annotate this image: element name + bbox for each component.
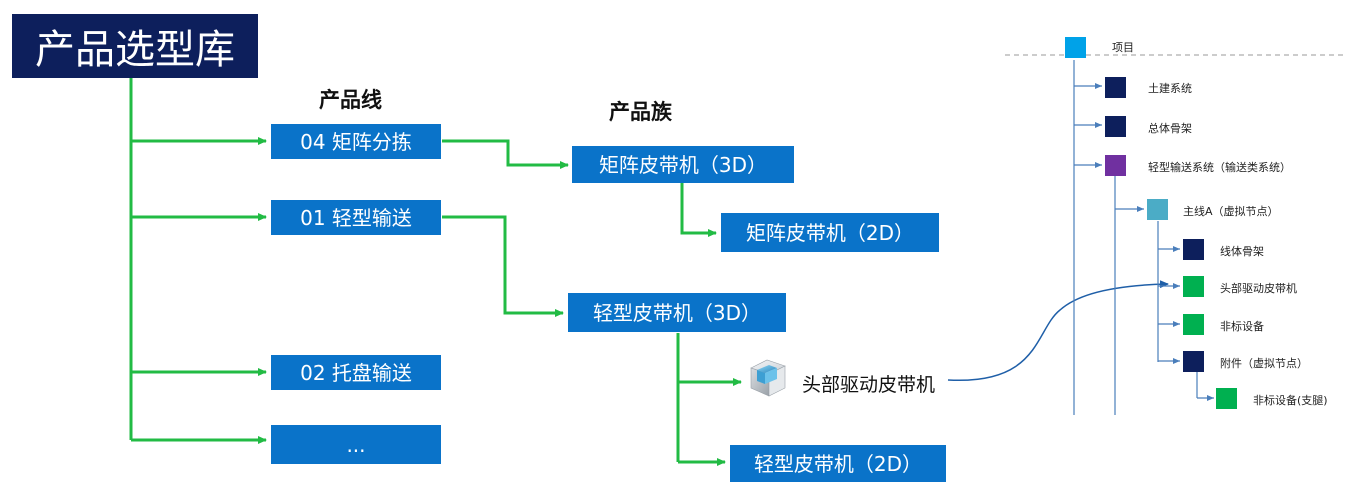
tree-node-accessories[interactable] [1183,351,1204,372]
library-title: 产品选型库 [12,14,258,78]
heading-product-family: 产品族 [609,100,672,124]
tree-label-nonstandard-legs: 非标设备(支腿) [1253,394,1328,407]
product-line-light-conveying[interactable]: 01 轻型输送 [271,200,441,235]
tree-label-frame: 总体骨架 [1148,122,1192,135]
tree-node-head-drive[interactable] [1183,276,1204,297]
tree-node-root[interactable] [1065,37,1086,58]
tree-node-civil[interactable] [1105,77,1126,98]
tree-label-mainline-a: 主线A（虚拟节点） [1183,205,1279,218]
tree-node-mainline-a[interactable] [1147,199,1168,220]
tree-label-light-system: 轻型输送系统（输送类系统） [1148,161,1291,174]
tree-node-frame[interactable] [1105,116,1126,137]
tree-label-line-frame: 线体骨架 [1220,245,1264,258]
product-line-pallet-conveying[interactable]: 02 托盘输送 [271,355,441,390]
heading-product-line: 产品线 [319,88,382,112]
tree-node-light-system[interactable] [1105,155,1126,176]
green-connectors [129,78,742,466]
tree-label-nonstandard: 非标设备 [1220,320,1264,333]
family-matrix-belt-3d[interactable]: 矩阵皮带机（3D） [572,146,794,183]
tree-label-accessories: 附件（虚拟节点） [1220,357,1308,370]
tree-label-civil: 土建系统 [1148,82,1192,95]
3d-cube-icon[interactable] [747,356,789,400]
tree-label-head-drive: 头部驱动皮带机 [1220,282,1297,295]
tree-node-line-frame[interactable] [1183,239,1204,260]
part-link-curve [947,280,1169,381]
product-line-matrix-sorting[interactable]: 04 矩阵分拣 [271,124,441,159]
part-head-drive-belt-label[interactable]: 头部驱动皮带机 [802,374,936,396]
family-matrix-belt-2d[interactable]: 矩阵皮带机（2D） [721,213,939,252]
tree-label-root: 项目 [1112,41,1134,54]
family-light-belt-3d[interactable]: 轻型皮带机（3D） [568,293,786,332]
family-light-belt-2d[interactable]: 轻型皮带机（2D） [730,445,946,482]
tree-node-nonstandard-legs[interactable] [1216,388,1237,409]
tree-node-nonstandard[interactable] [1183,314,1204,335]
product-line-more[interactable]: ... [271,425,441,464]
